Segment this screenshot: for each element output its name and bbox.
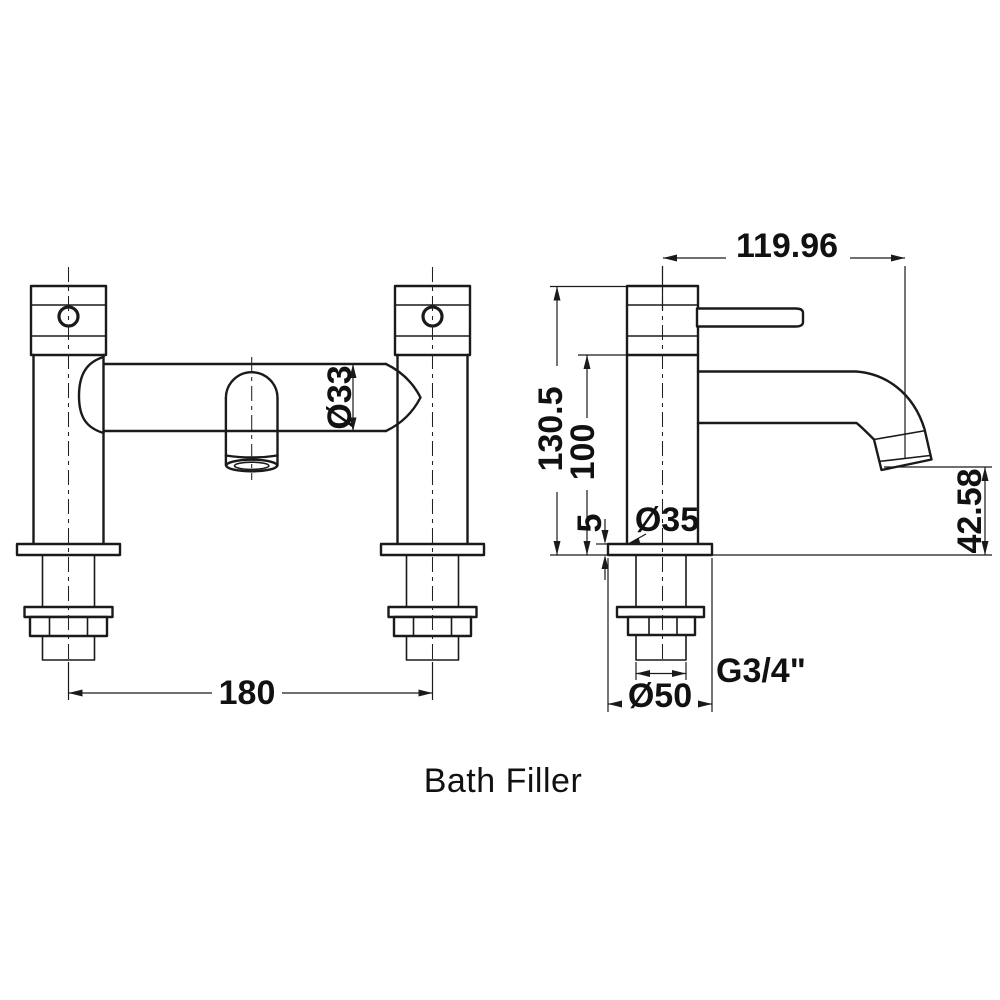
side-nut xyxy=(626,615,697,637)
dim-crossbar-diameter: Ø33 xyxy=(321,364,359,432)
side-base-assembly xyxy=(550,542,992,661)
dim-label-spout-projection: 119.96 xyxy=(736,227,838,265)
dim-label-base-diameter: Ø50 xyxy=(628,677,692,715)
dim-label-base-plate-thickness: 5 xyxy=(571,514,609,533)
dim-label-thread-size: G3/4" xyxy=(716,652,806,690)
dim-label-overall-height: 130.5 xyxy=(532,386,570,471)
front-centerlines xyxy=(67,267,434,662)
side-flange xyxy=(606,542,714,557)
dim-label-body-diameter: Ø35 xyxy=(635,501,699,539)
side-view: 119.96 130.5 100 5 xyxy=(532,227,992,715)
dim-spout-outlet-height: 42.58 xyxy=(884,466,992,555)
dim-base-diameter: Ø50 xyxy=(607,558,713,715)
side-washer xyxy=(615,605,706,619)
dim-label-height-to-body-top: 100 xyxy=(564,424,602,481)
drawing-caption: Bath Filler xyxy=(424,762,583,800)
dim-base-plate-thickness: 5 xyxy=(571,514,609,580)
dim-thread-size: G3/4" xyxy=(635,652,806,690)
front-view: Ø33 180 xyxy=(15,267,486,712)
dim-overall-height: 130.5 xyxy=(532,285,627,555)
dim-label-tap-centres: 180 xyxy=(219,674,276,712)
side-spout xyxy=(696,370,933,472)
dim-height-to-body-top: 100 xyxy=(564,354,627,555)
dim-label-spout-outlet-height: 42.58 xyxy=(951,468,989,553)
dim-spout-projection: 119.96 xyxy=(661,227,906,458)
dim-body-diameter: Ø35 xyxy=(627,501,699,545)
front-spout xyxy=(224,371,279,473)
side-thread-lower xyxy=(635,634,687,661)
side-lever-handle xyxy=(695,307,805,328)
dim-tap-centres: 180 xyxy=(67,662,434,712)
dim-label-crossbar-diameter: Ø33 xyxy=(321,365,359,429)
